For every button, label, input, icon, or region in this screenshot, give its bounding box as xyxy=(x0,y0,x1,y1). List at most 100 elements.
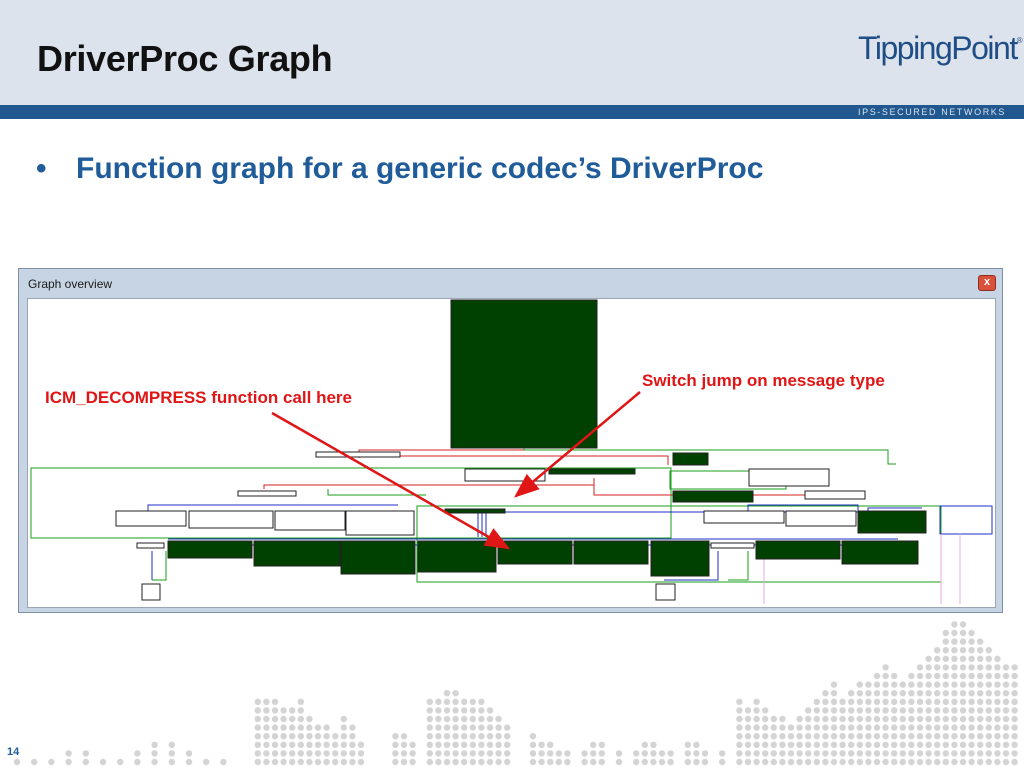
graph-node[interactable] xyxy=(672,490,754,503)
decorative-dot xyxy=(796,750,803,757)
decorative-dot xyxy=(908,724,915,731)
decorative-dot xyxy=(916,707,924,714)
decorative-dot xyxy=(856,741,863,748)
graph-node[interactable] xyxy=(857,510,927,534)
graph-node[interactable] xyxy=(785,510,857,527)
decorative-dot xyxy=(349,758,356,766)
decorative-dot xyxy=(916,664,924,671)
decorative-dot xyxy=(349,750,356,757)
decorative-dot xyxy=(297,758,304,766)
decorative-dot xyxy=(486,724,494,731)
decorative-dot xyxy=(349,741,356,748)
decorative-dot xyxy=(882,672,889,680)
graph-node[interactable] xyxy=(672,452,709,466)
decorative-dot xyxy=(985,750,992,757)
close-icon: x xyxy=(983,276,991,288)
decorative-dot xyxy=(667,750,674,757)
decorative-dot xyxy=(667,758,674,766)
decorative-dot xyxy=(693,741,700,748)
decorative-dot xyxy=(306,750,313,757)
decorative-dot xyxy=(400,750,408,757)
graph-node[interactable] xyxy=(650,540,710,577)
window-titlebar[interactable]: Graph overview x xyxy=(19,269,1002,297)
decorative-dot xyxy=(985,681,992,688)
graph-node[interactable] xyxy=(115,510,187,527)
decorative-dot xyxy=(590,750,597,757)
decorative-dot xyxy=(263,724,270,731)
decorative-dot xyxy=(13,758,21,766)
decorative-dot xyxy=(478,758,485,766)
decorative-dot xyxy=(400,758,408,766)
graph-node[interactable] xyxy=(804,490,866,500)
decorative-dot xyxy=(848,698,855,705)
decorative-dot xyxy=(977,698,984,705)
decorative-dot xyxy=(452,733,459,740)
decorative-dot xyxy=(942,638,949,645)
decorative-dot xyxy=(469,698,476,705)
decorative-dot xyxy=(770,724,777,731)
decorative-dot xyxy=(314,741,322,748)
decorative-dot xyxy=(289,750,296,757)
graph-node[interactable] xyxy=(841,540,919,565)
decorative-dot xyxy=(323,733,330,740)
decorative-dot xyxy=(297,698,304,705)
decorative-dot xyxy=(916,681,924,688)
decorative-dot xyxy=(409,750,416,757)
decorative-dot xyxy=(684,741,691,748)
decorative-dot xyxy=(873,715,881,723)
decorative-dot xyxy=(254,733,261,740)
graph-node[interactable] xyxy=(710,542,755,549)
graph-node[interactable] xyxy=(136,542,165,549)
decorative-dot xyxy=(787,758,795,766)
decorative-dot xyxy=(753,750,760,757)
decorative-dot xyxy=(340,750,347,757)
decorative-dot xyxy=(263,698,270,705)
decorative-dot xyxy=(555,758,562,766)
decorative-dot xyxy=(908,698,915,705)
decorative-dot xyxy=(873,672,881,680)
decorative-dot xyxy=(951,621,958,628)
decorative-dot xyxy=(968,741,975,748)
decorative-dot xyxy=(813,733,820,740)
graph-edge xyxy=(728,551,749,581)
graph-node[interactable] xyxy=(703,510,785,524)
decorative-dot xyxy=(762,758,769,766)
decorative-dot xyxy=(848,750,855,757)
decorative-dot xyxy=(538,758,545,766)
decorative-dot xyxy=(925,664,932,671)
decorative-dot xyxy=(443,741,451,748)
decorative-dot xyxy=(848,758,855,766)
decorative-dot xyxy=(254,707,261,714)
decorative-dot xyxy=(925,724,932,731)
decorative-dot xyxy=(891,698,898,705)
decorative-dot xyxy=(297,724,304,731)
decorative-dot xyxy=(959,690,967,697)
decorative-dot xyxy=(977,647,984,654)
graph-node[interactable] xyxy=(573,540,649,565)
graph-node[interactable] xyxy=(167,540,253,559)
decorative-dot xyxy=(916,690,924,697)
decorative-dot xyxy=(486,707,494,714)
graph-node[interactable] xyxy=(748,468,830,487)
decorative-dot xyxy=(323,750,330,757)
decorative-dot xyxy=(289,741,296,748)
decorative-dot xyxy=(504,724,511,731)
decorative-dot xyxy=(486,741,494,748)
decorative-dot xyxy=(529,758,537,766)
close-button[interactable]: x xyxy=(978,275,996,291)
decorative-dot xyxy=(254,715,261,723)
decorative-dot xyxy=(306,715,313,723)
graph-node[interactable] xyxy=(141,583,161,601)
decorative-dot xyxy=(495,733,502,740)
decorative-dot xyxy=(495,724,502,731)
decorative-dot xyxy=(951,750,958,757)
decorative-dot xyxy=(796,758,803,766)
decorative-dot xyxy=(977,741,984,748)
graph-node[interactable] xyxy=(655,583,676,601)
graph-node[interactable] xyxy=(497,540,573,565)
decorative-dot xyxy=(985,758,992,766)
graph-node[interactable] xyxy=(755,540,841,560)
decorative-dot xyxy=(263,741,270,748)
graph-overview-window[interactable]: Graph overview x xyxy=(18,268,1003,613)
